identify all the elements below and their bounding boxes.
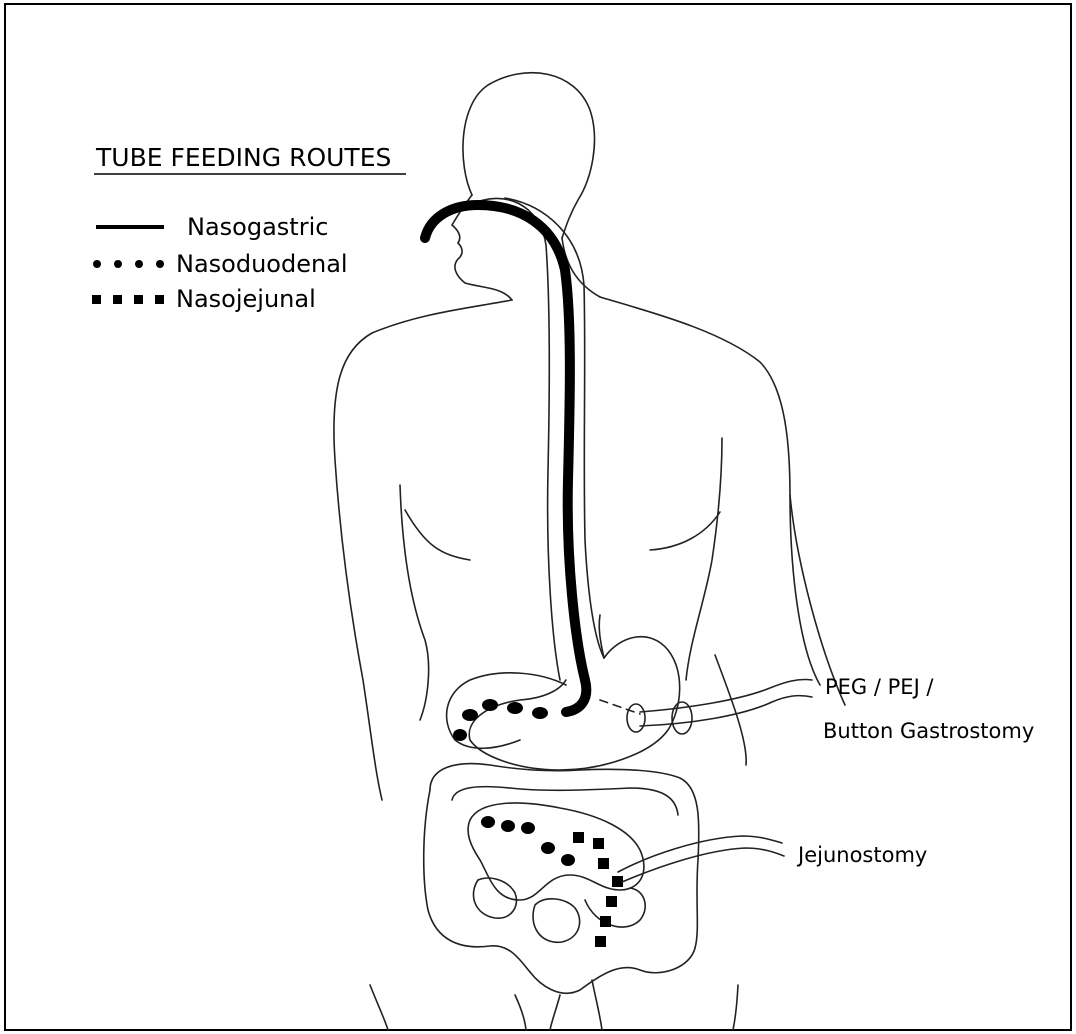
jejunostomy-tube-top [618,836,782,872]
transverse-colon-inner [452,787,678,815]
crotch-line [515,995,526,1030]
legend-dots-swatch [93,260,164,268]
duodenal-dot [481,816,495,828]
legend-squares-swatch [92,295,164,304]
peg-label-line2: Button Gastrostomy [823,719,1034,743]
left-pectoral [405,510,470,560]
jejunostomy-tube-bottom [622,848,784,882]
peg-tube [600,679,812,734]
jejunal-square [606,896,617,907]
jejunal-square [600,916,611,927]
esophagus-right-wall [505,198,604,658]
small-intestine-coil-3 [585,888,645,927]
right-shoulder [600,297,820,685]
duodenal-dot [541,842,555,854]
duodenal-dot [462,709,478,721]
legend-label-nasogastric: Nasogastric [187,213,328,241]
jejunal-square [598,858,609,869]
legend: TUBE FEEDING ROUTES Nasogastric Nasoduod… [92,143,406,313]
right-arm-edge [790,495,845,705]
legend-title: TUBE FEEDING ROUTES [95,143,391,172]
sigmoid-colon [530,948,695,993]
duodenal-dot [521,822,535,834]
peg-ring-outer [672,702,692,734]
jejunostomy-label: Jejunostomy [796,843,927,867]
small-intestine-coil-2 [533,899,580,942]
left-leg-edge [370,985,388,1030]
duodenal-dot [453,729,467,741]
jejunal-square [595,936,606,947]
legend-label-nasoduodenal: Nasoduodenal [176,250,348,278]
right-pectoral [650,512,720,550]
peg-label-line1: PEG / PEJ / [825,675,934,699]
peg-tube-dashed [600,700,640,714]
right-flank [715,655,746,765]
jejunal-square [593,838,604,849]
jejunal-square [573,832,584,843]
duodenal-dot [532,707,548,719]
left-torso-edge [400,485,429,720]
stomach-outline [469,637,679,770]
nasogastric-tube [425,205,586,712]
duodenal-dot [501,820,515,832]
legend-label-nasojejunal: Nasojejunal [176,285,316,313]
inner-thigh [592,980,602,1030]
digestive-upper [469,198,679,770]
peg-ring-inner [627,704,645,732]
intestines [424,673,699,1030]
duodenal-dot [482,699,498,711]
body-outline [334,73,845,1030]
duodenal-dot [561,854,575,866]
right-leg-edge [733,985,738,1030]
left-shoulder [334,300,512,800]
jejunal-square [612,876,623,887]
right-torso-edge [686,438,722,680]
duodenal-dot [507,702,523,714]
rectum [550,995,560,1030]
esophagus-left-wall [470,198,560,680]
